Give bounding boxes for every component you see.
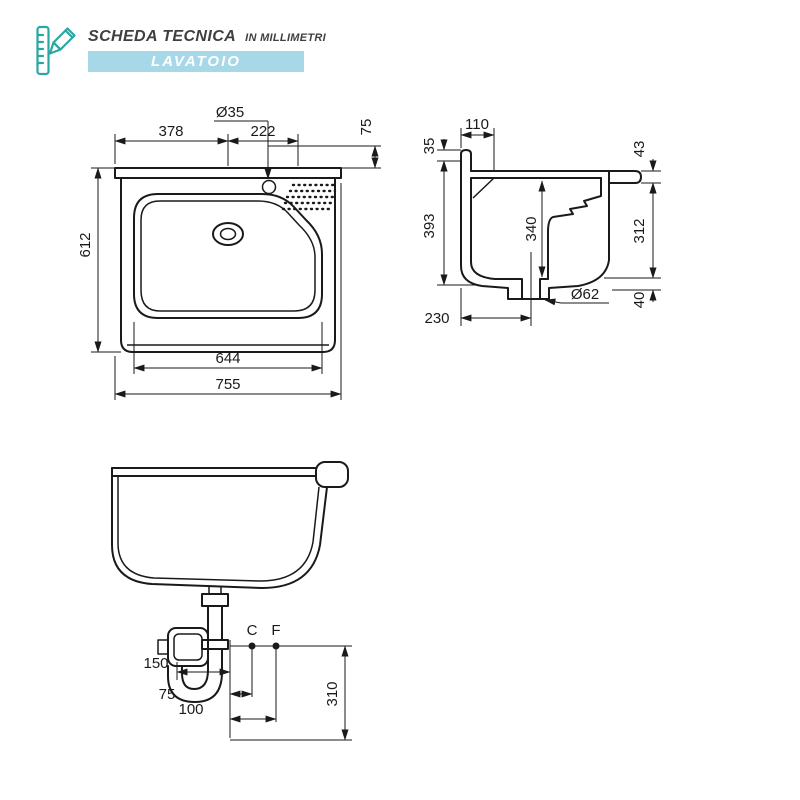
dim-front-height: 312 bbox=[631, 218, 648, 243]
backsplash-profile bbox=[460, 149, 472, 173]
units-note: IN MILLIMETRI bbox=[245, 32, 327, 44]
dim-tap-hole-diameter: Ø35 bbox=[216, 104, 244, 121]
dim-tap-edge-offset: 75 bbox=[358, 119, 375, 136]
dim-axis-to-f: 100 bbox=[178, 701, 203, 718]
sink-body bbox=[120, 177, 336, 353]
dim-drain-setback: 230 bbox=[424, 310, 449, 327]
washboard-profile bbox=[547, 177, 602, 280]
dim-overall-height-section: 393 bbox=[421, 213, 438, 238]
dim-trap-to-axis: 150 bbox=[143, 655, 168, 672]
dim-width-drain-to-tap: 222 bbox=[250, 123, 275, 140]
dim-overall-height: 612 bbox=[77, 232, 94, 257]
p-trap-outer bbox=[167, 648, 223, 703]
basin-inner-outline bbox=[140, 200, 316, 312]
installation-dimension-lines bbox=[176, 645, 349, 741]
basin-bottom-profile bbox=[470, 261, 549, 299]
dim-front-lip-height: 43 bbox=[631, 141, 648, 158]
dim-overall-width: 755 bbox=[215, 376, 240, 393]
dim-drain-diameter: Ø62 bbox=[571, 286, 599, 303]
front-view-drawing: Ø35 378 222 75 612 644 755 bbox=[77, 104, 381, 400]
front-view-dimension-lines bbox=[94, 137, 379, 398]
front-lip bbox=[315, 461, 349, 488]
dim-basin-depth: 340 bbox=[523, 216, 540, 241]
page-title: SCHEDA TECNICA bbox=[88, 28, 237, 45]
basin-outline bbox=[133, 193, 323, 319]
product-banner: LAVATOIO bbox=[88, 51, 304, 72]
dim-basin-width: 644 bbox=[215, 350, 240, 367]
dim-connection-height: 310 bbox=[324, 681, 341, 706]
ledge-edge bbox=[472, 177, 495, 199]
rim-lip-profile bbox=[470, 170, 642, 184]
label-point-f: F bbox=[271, 622, 280, 639]
dim-ledge-depth: 110 bbox=[465, 116, 489, 133]
p-trap-inner bbox=[181, 648, 209, 690]
drain-hole bbox=[212, 222, 244, 246]
tub-inner-profile bbox=[117, 476, 320, 582]
section-view-drawing: 110 35 393 340 43 312 40 Ø62 230 bbox=[421, 116, 661, 327]
dim-axis-to-c: 75 bbox=[159, 686, 176, 703]
section-view-dimension-lines bbox=[440, 131, 657, 322]
tub-outer-profile bbox=[111, 467, 328, 589]
dim-backsplash-height: 35 bbox=[421, 138, 438, 155]
outer-shell-profile bbox=[460, 171, 610, 300]
drain-trap-assembly bbox=[157, 586, 229, 703]
drain-hole-inner bbox=[219, 227, 237, 241]
sink-rim bbox=[114, 167, 342, 179]
dim-base-height: 40 bbox=[631, 292, 648, 309]
tap-hole bbox=[261, 179, 277, 195]
label-point-c: C bbox=[247, 622, 258, 639]
drainage-grooves bbox=[281, 183, 337, 211]
header-text: SCHEDA TECNICA IN MILLIMETRI LAVATOIO bbox=[88, 22, 326, 72]
ruler-pencil-icon bbox=[36, 25, 76, 76]
installation-view-drawing: C F 150 75 100 310 bbox=[111, 461, 352, 741]
dim-width-to-drain: 378 bbox=[158, 123, 183, 140]
header: SCHEDA TECNICA IN MILLIMETRI LAVATOIO bbox=[34, 22, 326, 80]
